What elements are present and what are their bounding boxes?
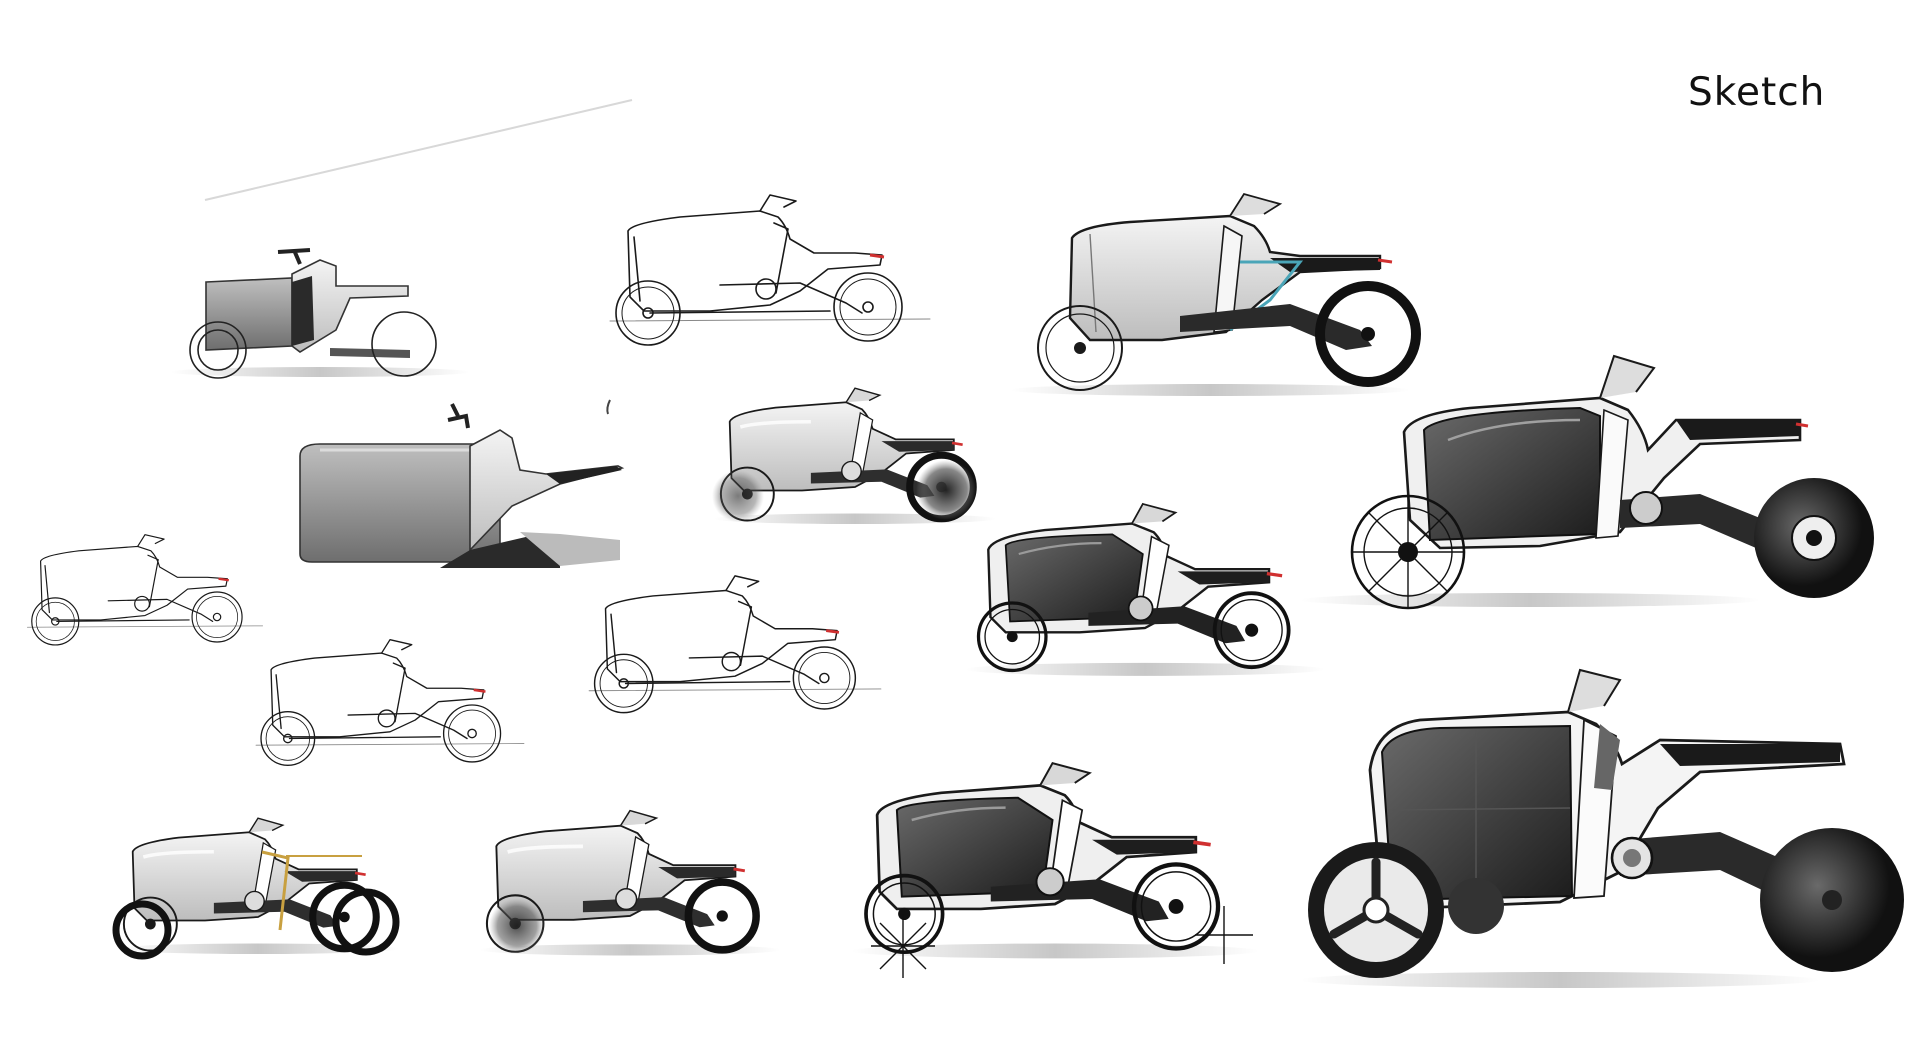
sketch-r1-line-mid	[608, 193, 932, 347]
header-rule	[204, 98, 1655, 201]
sketch-r3-line-left	[26, 533, 264, 647]
sketch-r5-dark-render	[851, 763, 1259, 978]
sketch-r5-sketch-shaded	[479, 811, 780, 956]
sketch-r3-line-center	[587, 574, 883, 715]
sketch-r5-hero	[1300, 668, 1904, 988]
sketch-r3-dark-window	[965, 504, 1324, 676]
sketch-r2-block-render	[299, 403, 625, 568]
sketch-r2-large-render	[1300, 354, 1874, 610]
sketch-r4-line-small	[254, 638, 526, 767]
sketch-r2-soft-render	[712, 388, 996, 524]
sketch-r1-shaded-teal	[1010, 192, 1421, 396]
page-title: Sketch	[1688, 70, 1826, 115]
stray-mark	[606, 399, 611, 415]
sketch-r1-shaded-small	[170, 248, 470, 379]
sketch-r5-gold	[112, 818, 399, 960]
